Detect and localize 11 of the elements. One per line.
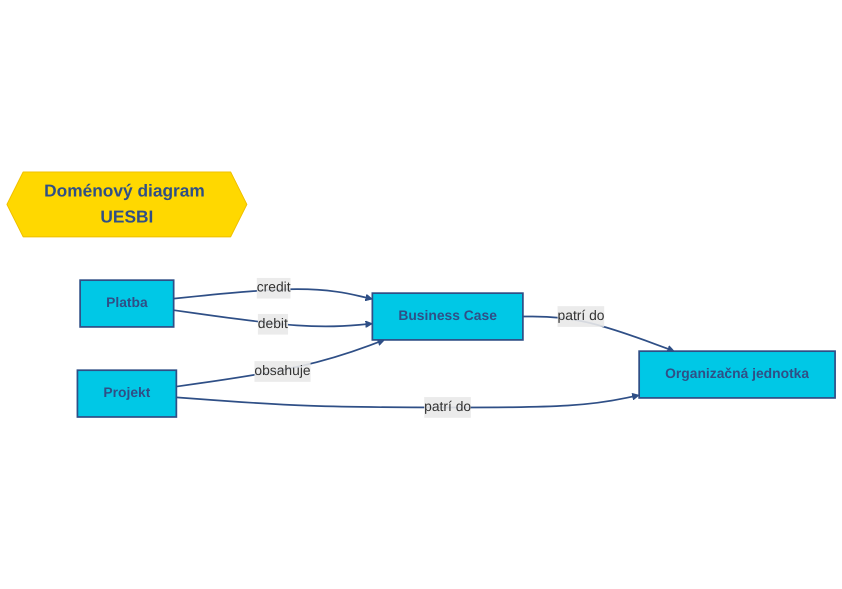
edge-label: debit — [258, 316, 288, 331]
edge-label: patrí do — [424, 399, 472, 414]
node-box: Projekt — [76, 368, 178, 418]
edge-label: obsahuje — [254, 363, 311, 378]
edge-label: patrí do — [558, 308, 605, 324]
edge-label: credit — [256, 280, 291, 295]
node-box: Organizačná jednotka — [638, 350, 836, 398]
node-box: Platba — [79, 278, 175, 328]
arrow — [176, 392, 640, 408]
arrow — [176, 338, 385, 388]
node-box: Business Case — [372, 292, 524, 340]
